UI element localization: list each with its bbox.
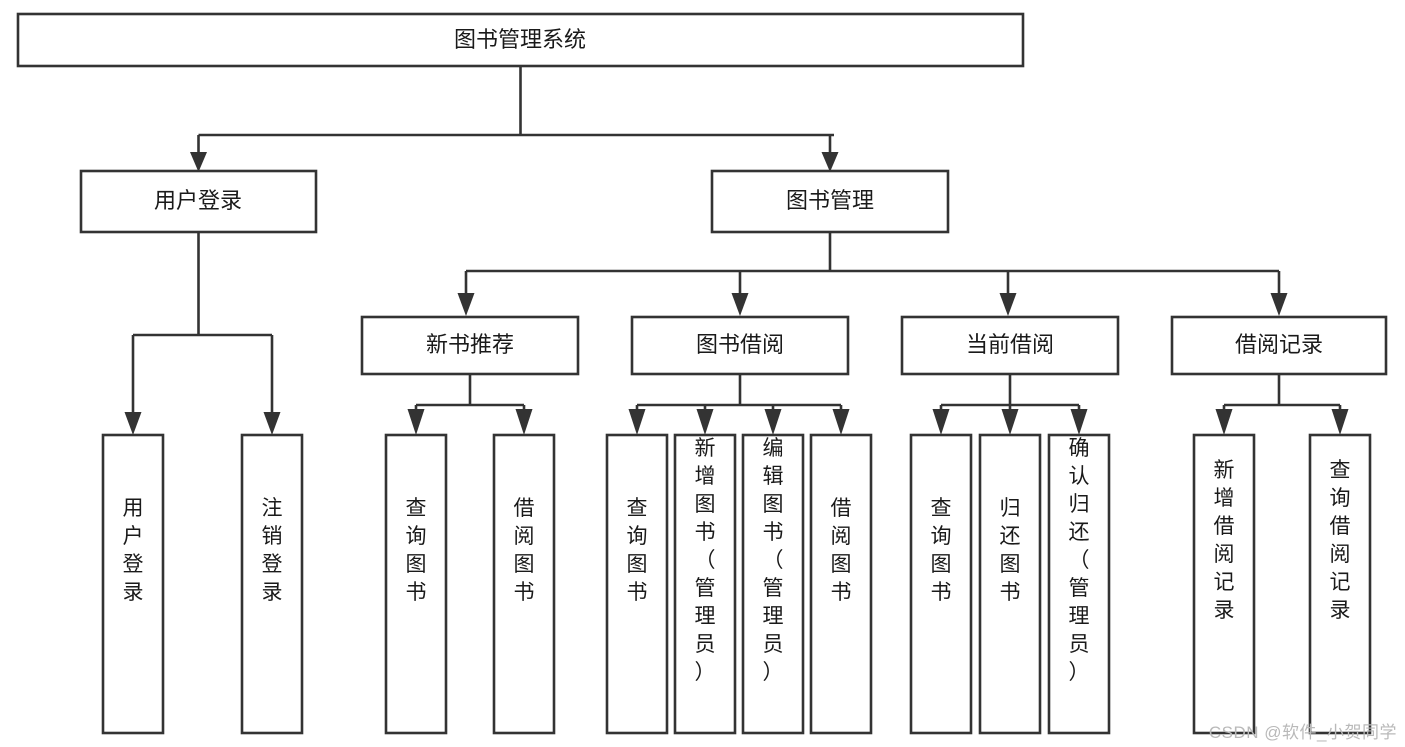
arrowhead-leaf-book-borrow-2 xyxy=(696,409,714,435)
leaf-node-borrow-book-box xyxy=(809,433,873,735)
leaf-node-add-book-admin-box xyxy=(673,433,737,735)
arrowhead-new-book xyxy=(457,293,475,316)
leaf-node-user-login[interactable]: 用户登录 xyxy=(101,433,165,735)
leaf-node-add-book-admin-label: 新增图书（管理员） xyxy=(695,437,716,684)
arrowhead-user-login xyxy=(190,152,207,172)
leaf-node-borrow-query-book-box xyxy=(605,433,669,735)
leaf-node-borrow-query-book-label: 查询图书 xyxy=(627,497,648,604)
arrowhead-leaf-borrow-record-1 xyxy=(1215,409,1233,435)
node-user-login-box xyxy=(79,169,318,234)
leaf-node-edit-book-admin[interactable]: 编辑图书（管理员） xyxy=(741,433,805,735)
node-user-login[interactable]: 用户登录 xyxy=(79,169,318,234)
leaf-node-return-book[interactable]: 归还图书 xyxy=(978,433,1042,735)
arrowhead-leaf-book-borrow-1 xyxy=(628,409,646,435)
leaf-node-current-query-book[interactable]: 查询图书 xyxy=(909,433,973,735)
arrowhead-leaf-book-borrow-3 xyxy=(764,409,782,435)
arrowhead-leaf-borrow-record-2 xyxy=(1331,409,1349,435)
leaf-node-current-query-book-box xyxy=(909,433,973,735)
node-new-book-recommend[interactable]: 新书推荐 xyxy=(360,315,580,376)
leaf-node-newbook-query-book[interactable]: 查询图书 xyxy=(384,433,448,735)
arrowhead-leaf-new-book-1 xyxy=(407,409,425,435)
node-borrow-record-box xyxy=(1170,315,1388,376)
leaf-node-confirm-return-admin-label: 确认归还（管理员） xyxy=(1069,437,1090,684)
leaf-node-newbook-query-book-box xyxy=(384,433,448,735)
node-borrow-record[interactable]: 借阅记录 xyxy=(1170,315,1388,376)
node-book-manage-box xyxy=(710,169,950,234)
leaf-node-borrow-book[interactable]: 借阅图书 xyxy=(809,433,873,735)
leaf-node-logout[interactable]: 注销登录 xyxy=(240,433,304,735)
arrowhead-borrow-record xyxy=(1270,293,1288,316)
node-book-borrow-box xyxy=(630,315,850,376)
node-user-login-label: 用户登录 xyxy=(154,188,242,213)
node-book-manage[interactable]: 图书管理 xyxy=(710,169,950,234)
leaf-node-add-book-admin[interactable]: 新增图书（管理员） xyxy=(673,433,737,735)
node-root-system-label: 图书管理系统 xyxy=(454,27,586,52)
leaf-node-query-borrow-record[interactable]: 查询借阅记录 xyxy=(1308,433,1372,735)
arrowhead-book-manage xyxy=(821,152,839,172)
node-borrow-record-label: 借阅记录 xyxy=(1235,332,1323,357)
node-root-system[interactable]: 图书管理系统 xyxy=(16,12,1025,68)
leaf-node-query-borrow-record-label: 查询借阅记录 xyxy=(1330,459,1351,622)
leaf-node-return-book-label: 归还图书 xyxy=(1000,497,1021,604)
arrowhead-leaf-new-book-2 xyxy=(515,409,533,435)
node-current-borrow-label: 当前借阅 xyxy=(966,332,1054,357)
leaf-node-user-login-label: 用户登录 xyxy=(123,497,144,604)
arrowhead-leaf-user-login-2 xyxy=(263,412,281,435)
leaf-node-edit-book-admin-label: 编辑图书（管理员） xyxy=(763,437,784,684)
arrowhead-leaf-current-borrow-2 xyxy=(1001,409,1019,435)
node-book-manage-label: 图书管理 xyxy=(786,188,874,213)
arrowhead-leaf-current-borrow-3 xyxy=(1070,409,1088,435)
leaf-node-return-book-box xyxy=(978,433,1042,735)
node-current-borrow[interactable]: 当前借阅 xyxy=(900,315,1120,376)
leaf-node-logout-box xyxy=(240,433,304,735)
arrowhead-book-borrow xyxy=(731,293,749,316)
node-book-borrow-label: 图书借阅 xyxy=(696,332,784,357)
arrowhead-current-borrow xyxy=(999,293,1017,316)
node-book-borrow[interactable]: 图书借阅 xyxy=(630,315,850,376)
leaf-node-current-query-book-label: 查询图书 xyxy=(931,497,952,604)
arrowhead-leaf-current-borrow-1 xyxy=(932,409,950,435)
node-root-system-box xyxy=(16,12,1025,68)
leaf-node-newbook-borrow-book[interactable]: 借阅图书 xyxy=(492,433,556,735)
node-new-book-recommend-box xyxy=(360,315,580,376)
leaf-node-borrow-query-book[interactable]: 查询图书 xyxy=(605,433,669,735)
node-new-book-recommend-label: 新书推荐 xyxy=(426,332,514,357)
leaf-node-borrow-book-label: 借阅图书 xyxy=(831,497,852,604)
leaf-node-user-login-box xyxy=(101,433,165,735)
leaf-node-edit-book-admin-box xyxy=(741,433,805,735)
arrowhead-leaf-user-login-1 xyxy=(124,412,142,435)
leaf-node-newbook-borrow-book-box xyxy=(492,433,556,735)
leaf-node-logout-label: 注销登录 xyxy=(262,497,283,604)
leaf-node-add-borrow-record[interactable]: 新增借阅记录 xyxy=(1192,433,1256,735)
leaf-node-query-borrow-record-box xyxy=(1308,433,1372,735)
leaf-node-newbook-borrow-book-label: 借阅图书 xyxy=(514,497,535,604)
node-current-borrow-box xyxy=(900,315,1120,376)
arrowhead-leaf-book-borrow-4 xyxy=(832,409,850,435)
leaf-node-confirm-return-admin[interactable]: 确认归还（管理员） xyxy=(1047,433,1111,735)
leaf-node-newbook-query-book-label: 查询图书 xyxy=(406,497,427,604)
connector-group xyxy=(124,66,1349,435)
leaf-node-add-borrow-record-box xyxy=(1192,433,1256,735)
leaf-node-add-borrow-record-label: 新增借阅记录 xyxy=(1214,459,1235,622)
leaf-node-confirm-return-admin-box xyxy=(1047,433,1111,735)
